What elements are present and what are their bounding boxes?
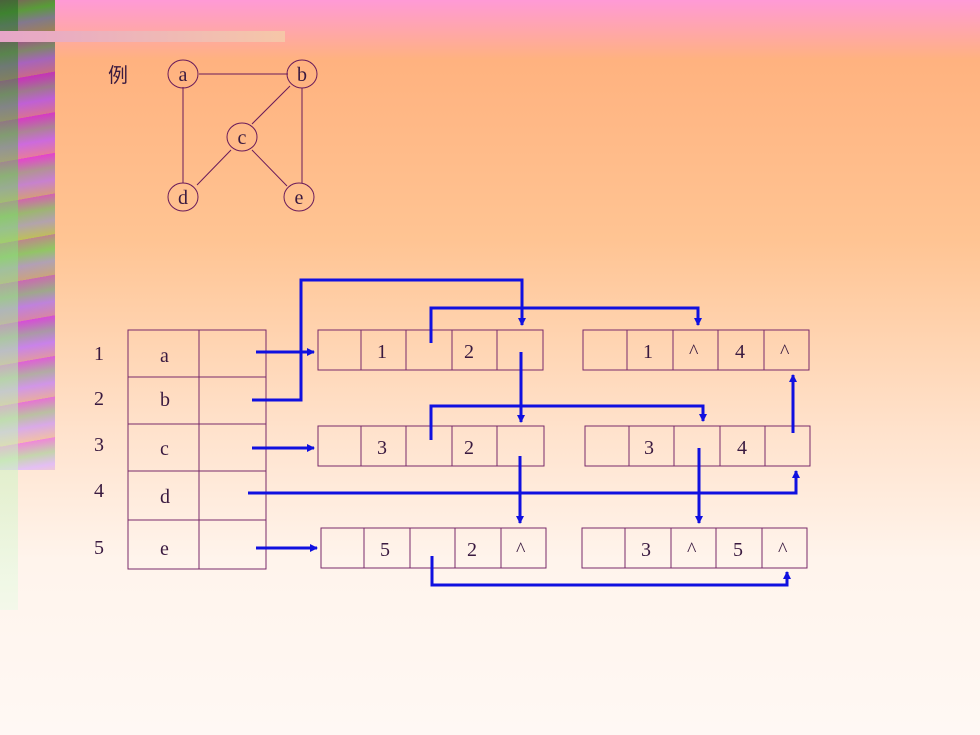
edge-node-2-link1: ^ <box>689 341 699 363</box>
left-green-strip <box>0 0 18 610</box>
vertex-table: 1 2 3 4 5 a b c d e <box>94 329 267 570</box>
node-e-label: e <box>295 187 304 209</box>
edge-node-6-v1: 3 <box>641 539 651 561</box>
node-b <box>286 59 318 89</box>
edge-node-1-4: 1 ^ 4 ^ <box>582 329 810 371</box>
edge-node-6-link1: ^ <box>687 539 697 561</box>
arrow-12-to-14 <box>429 306 702 343</box>
vertex-d: d <box>160 486 170 508</box>
index-3: 3 <box>94 434 104 456</box>
vertex-c: c <box>160 438 169 460</box>
vertex-a: a <box>160 345 169 367</box>
index-4: 4 <box>94 480 104 502</box>
example-label: 例 <box>108 64 128 87</box>
index-1: 1 <box>94 343 104 365</box>
arrow-32-to-34 <box>429 404 707 440</box>
arrow-b-first <box>252 278 526 402</box>
edge-node-6-v2: 5 <box>733 539 743 561</box>
node-a-label: a <box>179 64 188 86</box>
node-a <box>167 59 199 89</box>
edge-node-3-2: 3 2 <box>317 425 545 467</box>
index-5: 5 <box>94 537 104 559</box>
vertex-b: b <box>160 389 170 411</box>
top-decorative-bar <box>0 31 285 42</box>
arrow-d-first <box>248 470 800 495</box>
index-2: 2 <box>94 388 104 410</box>
node-d-label: d <box>178 187 188 209</box>
edge-node-1-v1: 1 <box>377 341 387 363</box>
edge-b-c <box>251 85 291 125</box>
edge-node-3-v2: 2 <box>464 437 474 459</box>
edge-node-1-v2: 2 <box>464 341 474 363</box>
edge-c-d <box>196 149 232 186</box>
edge-node-4-v2: 4 <box>737 437 747 459</box>
edge-node-3-v1: 3 <box>377 437 387 459</box>
vertex-e: e <box>160 538 169 560</box>
arrow-52-to-35 <box>430 556 791 587</box>
edge-node-2-v2: 4 <box>735 341 745 363</box>
edge-node-2-link2: ^ <box>780 341 790 363</box>
node-c-label: c <box>238 127 247 149</box>
node-e <box>283 182 315 212</box>
pointer-arrows <box>248 278 800 587</box>
edge-node-6-link2: ^ <box>778 539 788 561</box>
edge-node-5-link2: ^ <box>516 539 526 561</box>
edge-node-5-v2: 2 <box>467 539 477 561</box>
edge-node-5-v1: 5 <box>380 539 390 561</box>
node-b-label: b <box>297 64 307 86</box>
node-c <box>226 122 258 152</box>
edge-node-5-2: 5 2 ^ <box>320 527 547 569</box>
edge-c-e <box>251 149 288 187</box>
node-d <box>167 182 199 212</box>
edge-node-3-5: 3 ^ 5 ^ <box>581 527 808 569</box>
graph: a b c d e <box>167 59 318 212</box>
edge-node-4-v1: 3 <box>644 437 654 459</box>
edge-node-2-v1: 1 <box>643 341 653 363</box>
